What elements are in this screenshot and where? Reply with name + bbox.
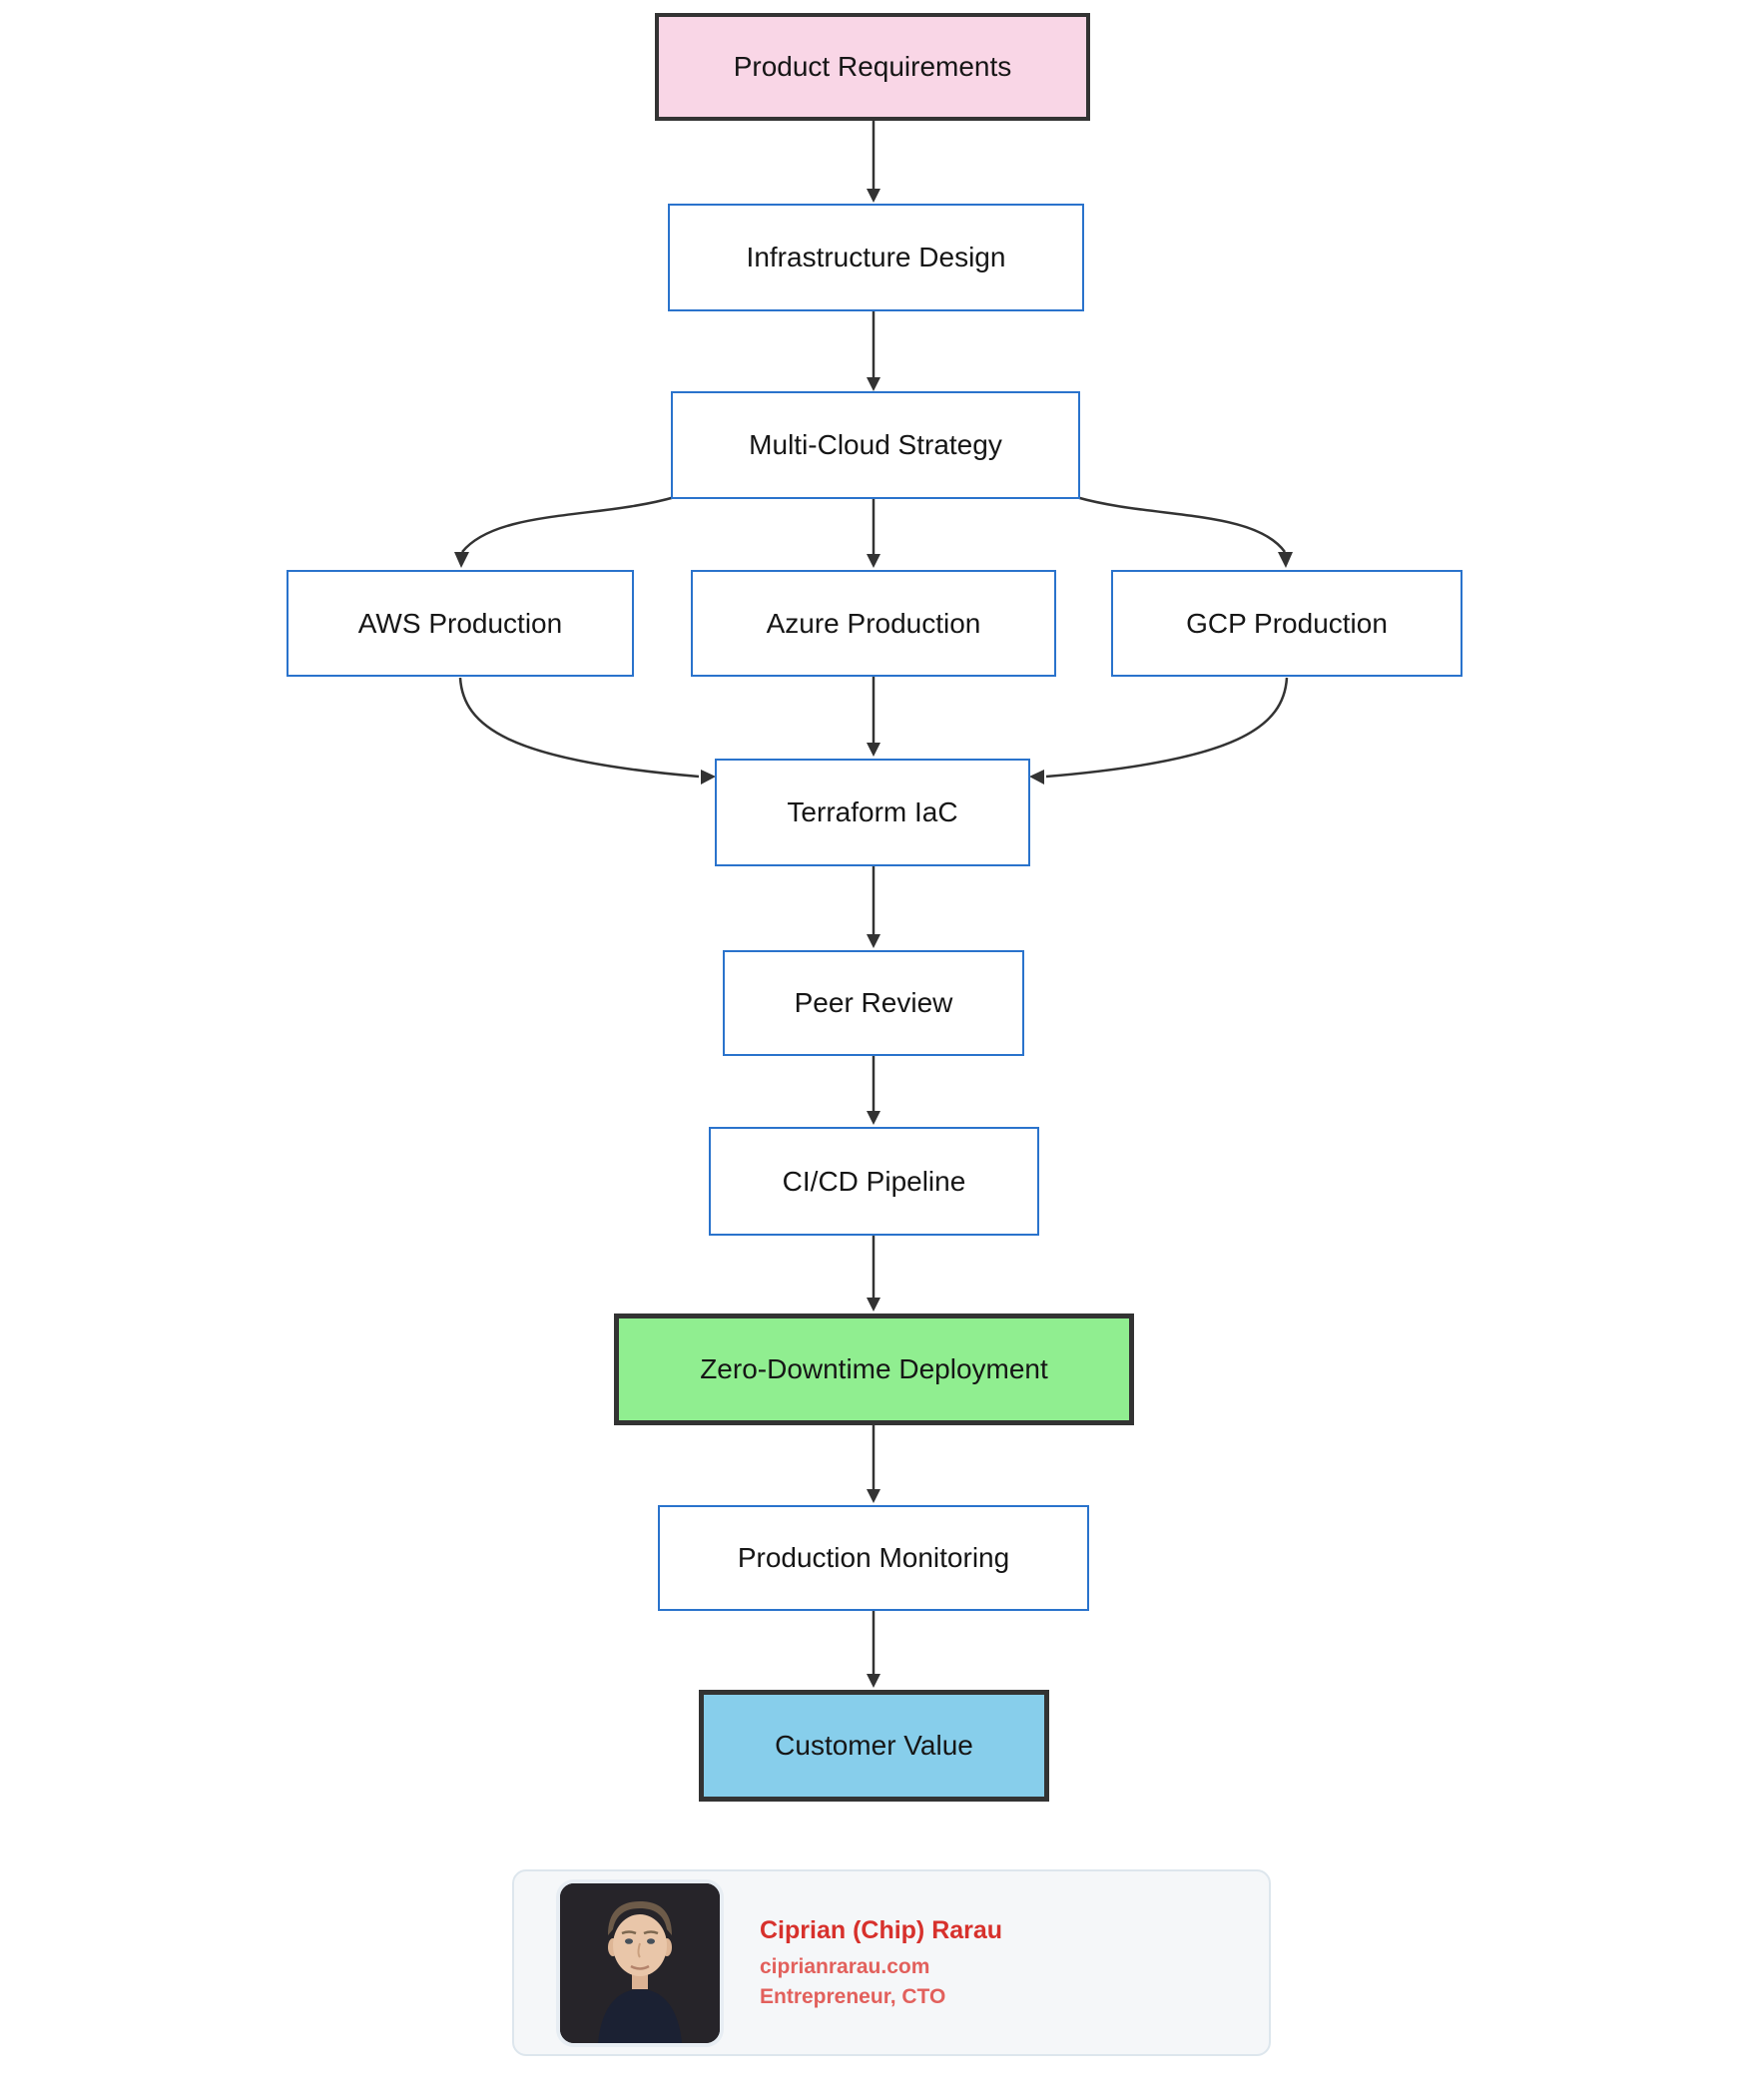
node-production-monitoring: Production Monitoring bbox=[658, 1505, 1089, 1611]
node-label: Production Monitoring bbox=[737, 1542, 1010, 1573]
node-label: Multi-Cloud Strategy bbox=[749, 429, 1002, 460]
portrait-illustration bbox=[560, 1882, 720, 2043]
node-label: Terraform IaC bbox=[787, 796, 958, 827]
profile-card: Ciprian (Chip) Rarau ciprianrarau.com En… bbox=[512, 1869, 1271, 2056]
node-multi-cloud-strategy: Multi-Cloud Strategy bbox=[671, 391, 1080, 499]
avatar-photo bbox=[556, 1878, 724, 2047]
node-label: Product Requirements bbox=[733, 51, 1012, 82]
node-cicd-pipeline: CI/CD Pipeline bbox=[709, 1127, 1039, 1236]
node-terraform-iac: Terraform IaC bbox=[715, 759, 1030, 866]
node-gcp-production: GCP Production bbox=[1111, 570, 1463, 677]
node-label: GCP Production bbox=[1186, 607, 1388, 639]
profile-title: Entrepreneur, CTO bbox=[760, 1985, 946, 2009]
node-label: AWS Production bbox=[357, 607, 563, 639]
node-azure-production: Azure Production bbox=[691, 570, 1056, 677]
node-aws-production: AWS Production bbox=[287, 570, 634, 677]
node-peer-review: Peer Review bbox=[723, 950, 1024, 1056]
node-label: Zero-Downtime Deployment bbox=[700, 1353, 1048, 1384]
node-label: Customer Value bbox=[775, 1730, 973, 1761]
profile-name: Ciprian (Chip) Rarau bbox=[760, 1915, 1003, 1944]
node-customer-value: Customer Value bbox=[699, 1690, 1049, 1802]
node-zero-downtime-deployment: Zero-Downtime Deployment bbox=[614, 1313, 1134, 1425]
node-label: CI/CD Pipeline bbox=[782, 1165, 966, 1197]
profile-text: Ciprian (Chip) Rarau ciprianrarau.com En… bbox=[760, 1915, 1003, 2009]
node-label: Infrastructure Design bbox=[746, 242, 1006, 272]
node-label: Peer Review bbox=[794, 987, 953, 1018]
node-label: Azure Production bbox=[766, 607, 981, 639]
node-product-requirements: Product Requirements bbox=[655, 13, 1090, 121]
profile-website: ciprianrarau.com bbox=[760, 1955, 930, 1979]
node-infrastructure-design: Infrastructure Design bbox=[668, 204, 1084, 311]
